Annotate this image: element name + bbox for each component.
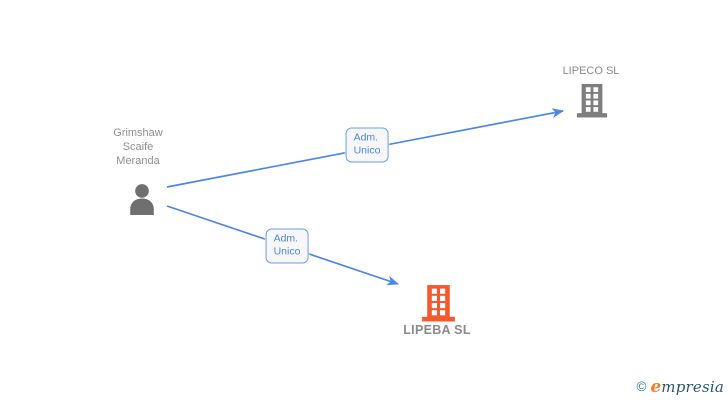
person-silhouette-icon	[130, 184, 154, 216]
person-name-label: Grimshaw Scaife Meranda	[78, 126, 198, 168]
person-name-line: Scaife	[122, 141, 154, 153]
edge-label-adm-unico-lipeba[interactable]: Adm. Unico	[265, 228, 309, 264]
person-name-line: Meranda	[116, 155, 160, 167]
person-name-line: Grimshaw	[113, 127, 163, 139]
company-node-lipeco[interactable]	[575, 82, 609, 118]
edge-label-line: Adm.	[273, 232, 299, 245]
edge-label-line: Adm.	[353, 131, 379, 144]
office-building-icon	[422, 285, 455, 322]
company-node-lipeba[interactable]	[420, 283, 457, 322]
person-node[interactable]	[125, 182, 159, 216]
empresia-logo: ©empresia	[637, 377, 725, 397]
company-label-lipeba: LIPEBA SL	[403, 323, 471, 337]
office-building-icon	[576, 83, 608, 118]
edge-label-line: Unico	[353, 144, 381, 157]
copyright-icon: ©	[636, 379, 647, 394]
brand-name-rest: mpresia	[661, 378, 724, 396]
edge-label-adm-unico-lipeco[interactable]: Adm. Unico	[345, 127, 389, 163]
brand-letter-e: e	[650, 377, 662, 397]
company-label-lipeco: LIPECO SL	[562, 65, 620, 77]
edge-label-line: Unico	[273, 245, 301, 258]
